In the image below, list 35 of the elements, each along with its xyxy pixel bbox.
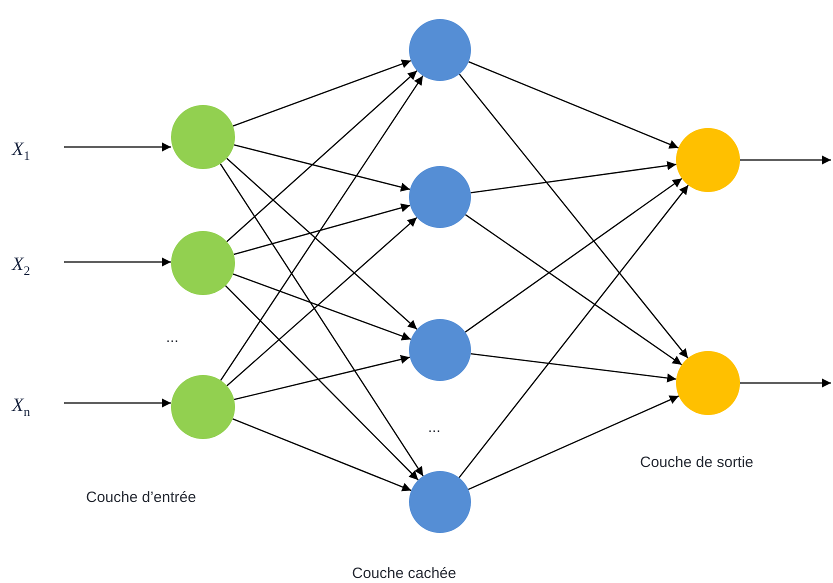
arrow xyxy=(468,61,679,149)
ellipsis: ... xyxy=(166,330,179,345)
arrow xyxy=(220,163,424,476)
arrow xyxy=(64,142,172,152)
input-variable: X$_{1}$ xyxy=(12,140,30,162)
arrow xyxy=(220,75,424,381)
arrow xyxy=(465,214,682,366)
neuron-circle xyxy=(409,319,471,381)
input-variable: X$_{2}$ xyxy=(12,255,30,277)
ellipsis: ... xyxy=(428,420,441,435)
arrow xyxy=(234,354,410,400)
arrow xyxy=(226,70,418,242)
arrow xyxy=(226,158,418,330)
arrow xyxy=(468,395,680,490)
arrow xyxy=(64,257,171,267)
arrow xyxy=(458,74,688,358)
arrow xyxy=(232,273,412,340)
arrow xyxy=(740,378,831,388)
arrow xyxy=(232,60,412,127)
arrow xyxy=(232,418,412,492)
layer-label: Couche cachée xyxy=(352,566,456,581)
arrow xyxy=(458,184,689,478)
arrow xyxy=(470,353,676,382)
arrow xyxy=(234,144,410,192)
arrow xyxy=(470,161,676,194)
arrow xyxy=(740,155,831,165)
neuron-circle xyxy=(409,166,471,228)
layer-label: Couche de sortie xyxy=(640,455,754,470)
arrow xyxy=(64,398,172,408)
arrow xyxy=(464,178,682,333)
arrow xyxy=(225,285,419,480)
arrow xyxy=(226,217,418,386)
input-variable: X$_{n}$ xyxy=(12,396,30,418)
arrow xyxy=(234,203,410,256)
layer-label: Couche d’entrée xyxy=(86,490,196,505)
